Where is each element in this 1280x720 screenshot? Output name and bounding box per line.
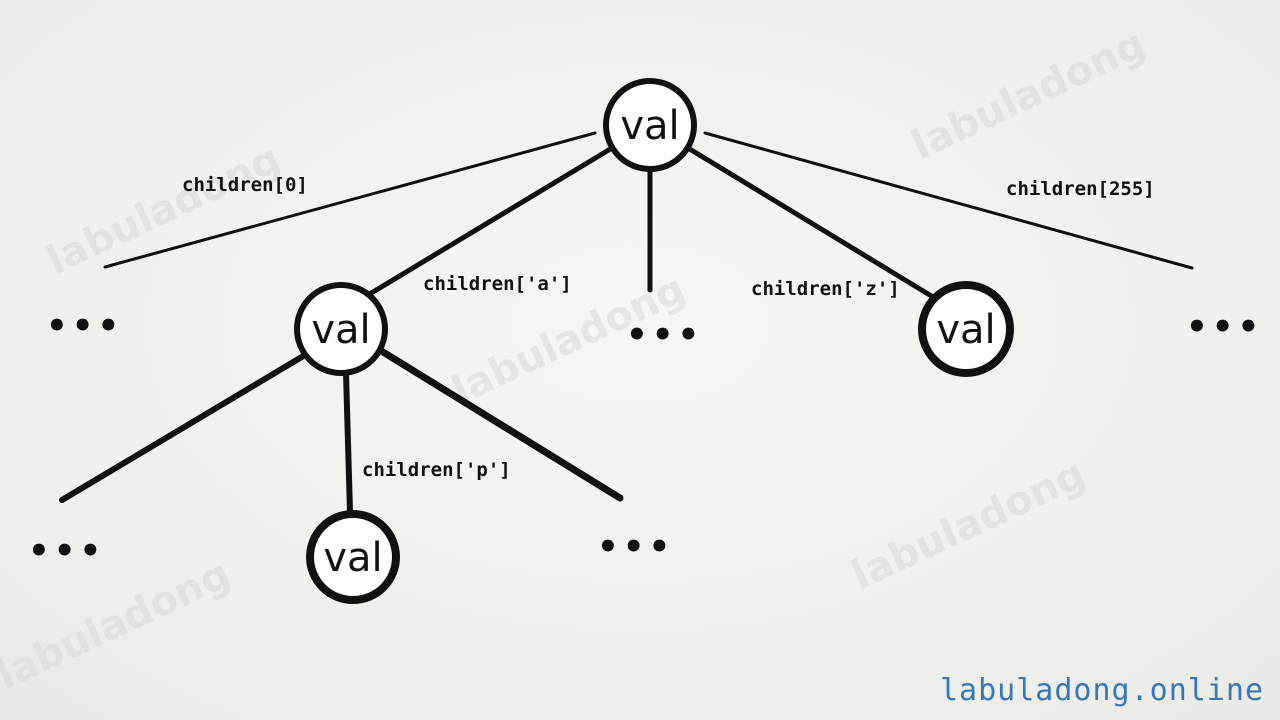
ellipsis-middle-top: ••• — [626, 315, 703, 355]
ellipsis-left-top: ••• — [46, 306, 123, 346]
edge-label-children-z: children['z'] — [751, 278, 900, 300]
root-node: val — [603, 78, 697, 172]
node-p: val — [306, 510, 400, 604]
edge-root-children-255 — [703, 131, 1194, 270]
ellipsis-left-bottom: ••• — [28, 531, 105, 571]
edge-a-left — [59, 352, 308, 503]
edge-label-children-0: children[0] — [182, 174, 308, 196]
watermark: labuladong — [40, 136, 288, 284]
nodes: val val val val — [294, 78, 1014, 604]
edge-label-children-p: children['p'] — [362, 459, 511, 481]
watermark: labuladong — [845, 451, 1093, 599]
watermark: labuladong — [905, 21, 1153, 169]
node-label: val — [323, 535, 382, 581]
ellipses: ••• ••• ••• ••• ••• — [28, 306, 1263, 571]
node-label: val — [311, 307, 370, 353]
edges — [59, 131, 1194, 515]
node-z: val — [918, 281, 1014, 377]
ellipsis-right-bottom: ••• — [597, 527, 674, 567]
edge-labels: children[0] children['a'] children['z'] … — [182, 174, 1155, 481]
edge-root-children-z — [685, 145, 936, 300]
edge-root-children-a — [365, 145, 615, 298]
edge-label-children-a: children['a'] — [423, 273, 572, 295]
brand-link-text: labuladong.online — [939, 673, 1264, 708]
watermark: labuladong — [0, 551, 237, 699]
ellipsis-right-top: ••• — [1186, 307, 1263, 347]
edge-a-right — [379, 348, 624, 502]
node-a: val — [294, 282, 388, 376]
edge-label-children-255: children[255] — [1006, 178, 1155, 200]
node-label: val — [620, 103, 679, 149]
edge-root-children-0 — [103, 131, 597, 269]
edge-a-children-p — [343, 370, 353, 515]
node-label: val — [936, 307, 995, 353]
